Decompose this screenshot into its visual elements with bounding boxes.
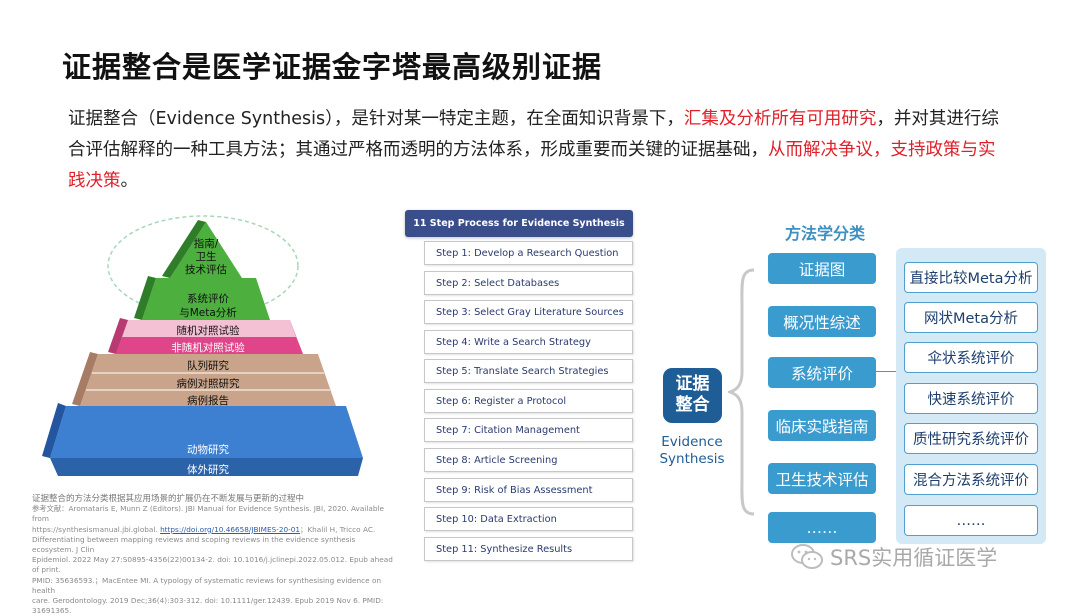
pyramid-level-green-edge xyxy=(134,276,156,320)
pyramid-animal-label: 动物研究 xyxy=(187,444,229,456)
pyramid-level-blue-side xyxy=(50,458,363,476)
pyramid-top-line-1: 指南/ xyxy=(193,238,219,250)
reference-doi-link[interactable]: https://doi.org/10.46658/JBIMES-20-01 xyxy=(160,524,301,534)
subtype-network-meta: 网状Meta分析 xyxy=(904,302,1038,333)
watermark-text: SRS实用循证医学 xyxy=(830,546,998,570)
brace-icon xyxy=(728,268,755,516)
step-item: Step 5: Translate Search Strategies xyxy=(424,359,633,383)
category-clinical-guideline: 临床实践指南 xyxy=(768,410,876,441)
pyramid-level2-line-2: 与Meta分析 xyxy=(179,307,237,319)
reference-line: care. Gerodontology. 2019 Dec;36(4):303-… xyxy=(32,596,384,606)
center-line-2: 整合 xyxy=(675,395,710,415)
center-line-1: 证据 xyxy=(675,374,710,394)
reference-line: PMID: 35636593.；MacEntee MI. A typology … xyxy=(32,575,382,595)
pyramid-top xyxy=(170,222,242,278)
step-item: Step 4: Write a Search Strategy xyxy=(424,330,633,354)
subtype-pairwise-meta: 直接比较Meta分析 xyxy=(904,262,1038,293)
step-item: Step 3: Select Gray Literature Sources xyxy=(424,300,633,324)
methodology-title: 方法学分类 xyxy=(784,224,865,243)
pyramid-rct-label: 随机对照试验 xyxy=(176,325,240,337)
step-item: Step 9: Risk of Bias Assessment xyxy=(424,478,633,502)
category-hta: 卫生技术评估 xyxy=(768,463,876,494)
center-en-line-2: Synthesis xyxy=(659,451,725,467)
category-more: …… xyxy=(768,512,876,543)
intro-text-3: 。 xyxy=(120,171,139,191)
category-systematic-review: 系统评价 xyxy=(768,357,876,388)
subtype-rapid-review: 快速系统评价 xyxy=(904,383,1038,414)
pyramid-level-pink xyxy=(116,337,303,354)
evidence-synthesis-box: 证据 整合 xyxy=(663,368,722,423)
intro-highlight-2: 从而解决争议，支持政策与实践决策 xyxy=(68,140,996,191)
pyramid-cohort-label: 队列研究 xyxy=(187,360,229,372)
references: 证据整合的方法分类根据其应用场景的扩展仍在不断发展与更新的过程中 参考文献：Ar… xyxy=(32,494,397,616)
pyramid-nrct-label: 非随机对照试验 xyxy=(171,342,245,354)
reference-text: ；Khalil H, Tricco AC. xyxy=(300,524,376,534)
pyramid-level-blue-top xyxy=(50,406,363,458)
pyramid-level-tan-edge xyxy=(72,352,98,406)
step-item: Step 1: Develop a Research Question xyxy=(424,241,633,265)
pyramid-level2-line-1: 系统评价 xyxy=(187,293,229,305)
pyramid-top-ellipse xyxy=(107,215,299,317)
intro-text-1: 证据整合（Evidence Synthesis），是针对某一特定主题，在全面知识… xyxy=(68,109,684,129)
pyramid-top-label: 指南/ 卫生 技术评估 xyxy=(176,238,236,277)
evidence-pyramid: 指南/ 卫生 技术评估 系统评价 与Meta分析 随机对照试验 非随机对照试验 … xyxy=(28,208,388,490)
intro-highlight-1: 汇集及分析所有可用研究 xyxy=(683,109,877,129)
reference-line: Differentiating between mapping reviews … xyxy=(32,534,356,555)
reference-line: Epidemiol. 2022 May 27:S0895-4356(22)001… xyxy=(32,555,393,575)
intro-text-2: ，并对其进行综合评估解释的一种工具方法；其通过严格而透明的方法体系，形成重要而关… xyxy=(68,109,999,160)
step-item: Step 2: Select Databases xyxy=(424,271,633,295)
pyramid-case-report-label: 病例报告 xyxy=(187,395,229,407)
references-heading: 证据整合的方法分类根据其应用场景的扩展仍在不断发展与更新的过程中 xyxy=(32,494,305,504)
category-scoping-review: 概况性综述 xyxy=(768,306,876,337)
subtype-umbrella-review: 伞状系统评价 xyxy=(904,342,1038,373)
step-item: Step 8: Article Screening xyxy=(424,448,633,472)
reference-url: https://synthesismanual.jbi.global. xyxy=(32,524,161,534)
slide-title: 证据整合是医学证据金字塔最高级别证据 xyxy=(62,50,603,84)
step-item: Step 7: Citation Management xyxy=(424,418,633,442)
pyramid-level-tan xyxy=(80,354,336,406)
category-evidence-map: 证据图 xyxy=(768,253,876,284)
pyramid-case-control-label: 病例对照研究 xyxy=(176,378,240,390)
pyramid-top-edge xyxy=(162,220,206,278)
watermark: SRS实用循证医学 xyxy=(790,542,997,572)
pyramid-level-blue-edge xyxy=(42,403,66,458)
reference-line: https://synthesismanual.jbi.global. http… xyxy=(32,525,397,535)
step-item: Step 6: Register a Protocol xyxy=(424,389,633,413)
reference-line: 参考文献：Aromataris E, Munn Z (Editors). JBI… xyxy=(32,504,384,524)
wechat-icon xyxy=(791,544,823,569)
pyramid-level-pink-edge xyxy=(108,318,128,354)
pyramid-invitro-label: 体外研究 xyxy=(187,464,229,476)
pyramid-top-line-2: 卫生 xyxy=(195,251,217,263)
center-en-line-1: Evidence xyxy=(661,434,723,450)
pyramid-level2-label: 系统评价 与Meta分析 xyxy=(168,292,248,320)
pyramid-top-line-3: 技术评估 xyxy=(185,264,227,276)
steps-header: 11 Step Process for Evidence Synthesis xyxy=(405,210,633,237)
subtype-more: …… xyxy=(904,505,1038,536)
pyramid-graphic xyxy=(42,215,363,476)
pyramid-level-pink-light xyxy=(122,320,296,337)
subtype-mixed-methods-review: 混合方法系统评价 xyxy=(904,464,1038,495)
evidence-synthesis-english: Evidence Synthesis xyxy=(652,434,732,468)
pyramid-level-green xyxy=(142,278,270,320)
subtype-qualitative-review: 质性研究系统评价 xyxy=(904,423,1038,454)
step-item: Step 10: Data Extraction xyxy=(424,507,633,531)
connector-line xyxy=(876,371,904,372)
intro-paragraph: 证据整合（Evidence Synthesis），是针对某一特定主题，在全面知识… xyxy=(68,104,1003,197)
step-item: Step 11: Synthesize Results xyxy=(424,537,633,561)
